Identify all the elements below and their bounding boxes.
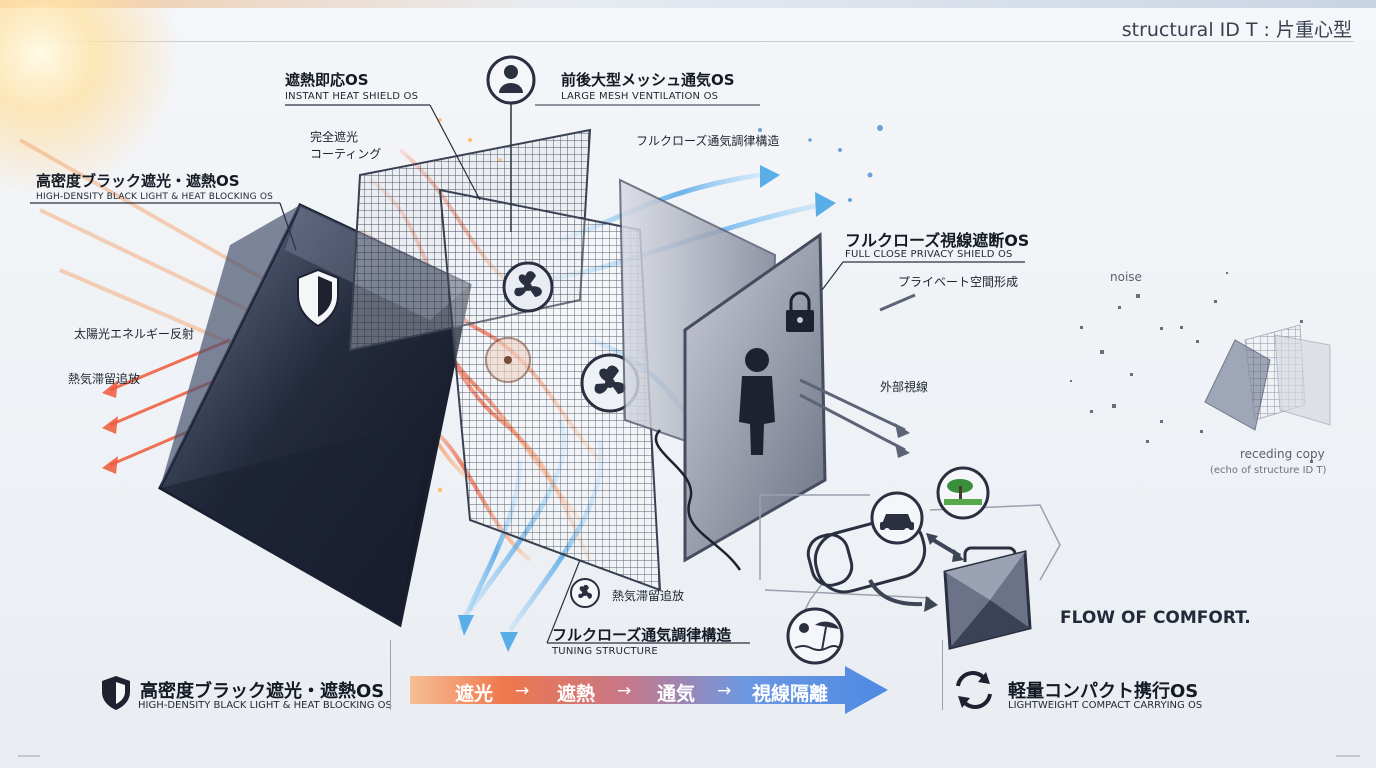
label-private-space: プライベート空間形成 [898, 275, 1019, 289]
flow-arrow-3: → [717, 681, 732, 701]
flow-arrow-1: → [515, 681, 530, 701]
label-instant-heat-shield-jp: 遮熱即応OS [285, 71, 369, 89]
cycle-icon [956, 671, 992, 709]
lock-icon [786, 291, 814, 332]
bottom-separator-left [390, 640, 391, 710]
flow-step-1: 遮光 [455, 683, 494, 705]
fan-icon-small [570, 578, 600, 608]
person-silhouette-icon [739, 348, 775, 455]
label-tuning-en: TUNING STRUCTURE [552, 646, 658, 657]
header-rule [22, 41, 1354, 42]
carry-bag-icon [943, 546, 1032, 650]
flow-of-comfort-title: FLOW OF COMFORT. [1060, 608, 1251, 628]
bottom-right-en: LIGHTWEIGHT COMPACT CARRYING OS [1008, 700, 1203, 711]
label-high-density-en: HIGH-DENSITY BLACK LIGHT & HEAT BLOCKING… [36, 192, 274, 202]
label-echo: (echo of structure ID T) [1210, 465, 1327, 476]
bottom-left-en: HIGH-DENSITY BLACK LIGHT & HEAT BLOCKING… [138, 700, 392, 711]
flow-bar [410, 666, 888, 714]
label-heat-release: 熱気滞留追放 [68, 372, 141, 386]
label-complete-coating-1: 完全遮光 [310, 130, 359, 144]
beach-umbrella-icon [786, 607, 844, 665]
label-solar-reflect: 太陽光エネルギー反射 [74, 327, 195, 341]
bottom-right-jp: 軽量コンパクト携行OS [1008, 681, 1199, 702]
label-instant-heat-shield-en: INSTANT HEAT SHIELD OS [285, 91, 419, 102]
shield-icon [102, 676, 130, 710]
bottom-left-jp: 高密度ブラック遮光・遮熱OS [140, 681, 385, 702]
label-large-mesh-en: LARGE MESH VENTILATION OS [561, 91, 719, 102]
flow-step-3: 通気 [657, 683, 696, 705]
tree-icon [936, 466, 990, 520]
label-external-gaze: 外部視線 [880, 380, 929, 394]
bottom-separator-right [942, 640, 943, 710]
label-full-close-vent: フルクローズ通気調律構造 [636, 134, 780, 148]
top-accent-bar [0, 0, 1376, 8]
fan-icon [502, 261, 554, 313]
label-complete-coating-2: コーティング [310, 147, 382, 161]
label-high-density-jp: 高密度ブラック遮光・遮熱OS [36, 172, 240, 190]
flow-step-2: 遮熱 [557, 683, 596, 705]
flow-step-4: 視線隔離 [752, 683, 829, 705]
label-heat-release-fan: 熱気滞留追放 [612, 589, 685, 603]
flow-arrow-2: → [617, 681, 632, 701]
label-privacy-en: FULL CLOSE PRIVACY SHIELD OS [845, 249, 1013, 260]
label-large-mesh-jp: 前後大型メッシュ通気OS [561, 71, 735, 89]
car-icon [870, 491, 924, 545]
label-privacy-jp: フルクローズ視線遮断OS [845, 231, 1030, 250]
shield-icon-panel [297, 268, 339, 328]
label-tuning-jp: フルクローズ通気調律構造 [552, 626, 732, 644]
person-icon [486, 55, 536, 105]
label-noise: noise [1110, 270, 1142, 284]
structural-id: structural ID T : 片重心型 [1121, 19, 1352, 41]
label-receding-copy: receding copy [1240, 447, 1325, 461]
